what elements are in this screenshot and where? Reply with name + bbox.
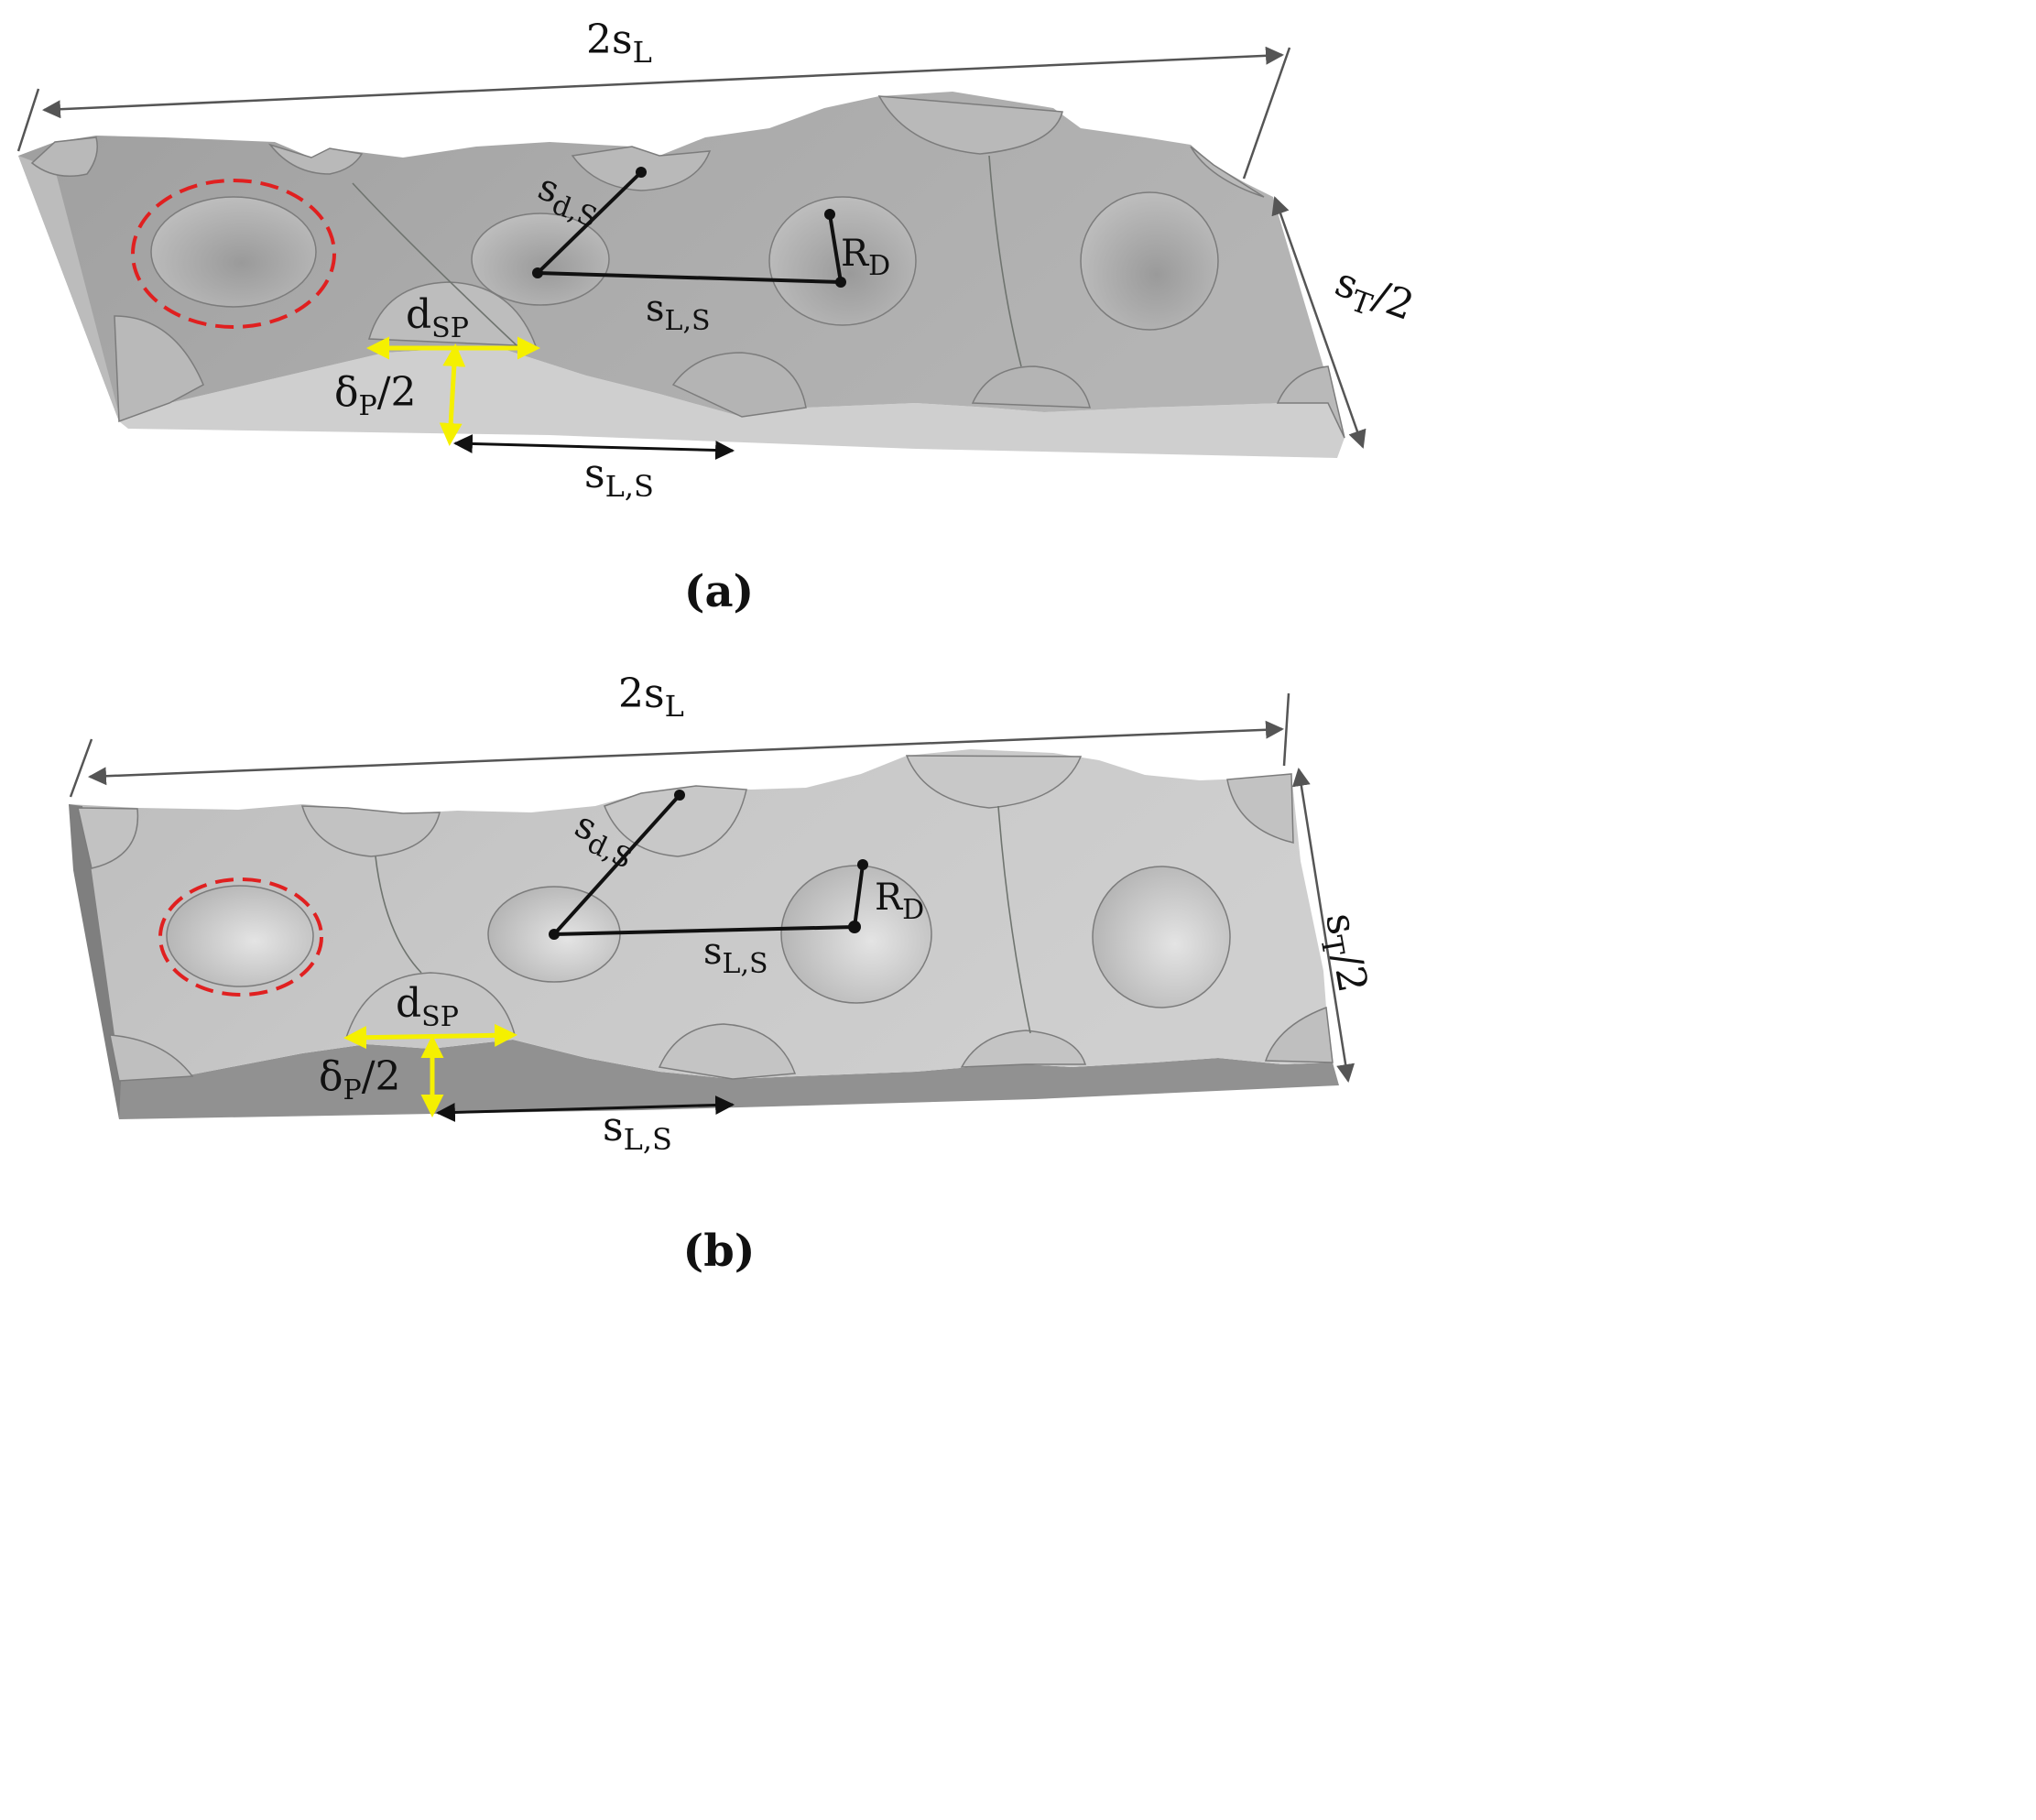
label-dsp-a: dSP (406, 291, 469, 344)
dim-line-depth-b (1291, 768, 1356, 1083)
dim-tick-left-a (16, 88, 40, 152)
label-depth-a: sT/2 (1327, 258, 1420, 335)
label-dp-a: δP/2 (334, 369, 417, 422)
arrow-sls2-b (435, 1095, 735, 1122)
dimple-a-4 (1080, 191, 1219, 331)
label-width-b: 2sL (618, 670, 684, 724)
label-sls-b: sL,S (703, 931, 768, 980)
dimple-b-12 (300, 805, 441, 857)
dim-tick-left-b (69, 738, 93, 798)
dimple-a-3 (768, 196, 917, 326)
dimple-a-14 (1190, 146, 1265, 198)
panel-a: 2sL sT/2 sd,S RD sL,S dSP δP/2 sL,S (a) (16, 16, 1420, 617)
label-dp-b: δP/2 (319, 1053, 401, 1106)
point-center-b (549, 929, 560, 940)
label-sls2-a: sL,S (584, 451, 654, 504)
yellow-arrow-dp-a (439, 343, 466, 446)
dimple-a-1 (150, 196, 317, 308)
point-rd-center-a (835, 277, 846, 288)
line-sls-b (553, 925, 855, 936)
dimple-b-1 (166, 885, 314, 987)
dimple-b-3 (780, 865, 932, 1004)
caption-b: (b) (683, 1226, 756, 1277)
label-rd-a: RD (841, 233, 890, 282)
seam-a-1 (352, 182, 518, 347)
point-rd-end-b (857, 859, 868, 870)
dashed-highlight-a (131, 179, 336, 329)
point-rd-center-b (848, 921, 861, 933)
seam-b-2 (997, 805, 1031, 1034)
line-rd-b (853, 864, 865, 928)
dim-tick-right-b (1282, 692, 1290, 767)
dimple-a-12 (267, 143, 364, 175)
yellow-arrow-dsp-b (343, 1023, 517, 1050)
line-rd-a (828, 213, 843, 283)
dimple-b-5 (344, 972, 516, 1039)
slab-front-face-a (119, 346, 1345, 458)
point-sds-end-a (636, 167, 647, 178)
slab-top-face-a (18, 92, 1345, 438)
line-sds-b (552, 793, 681, 936)
dimple-a-7 (971, 365, 1091, 409)
point-center-a (532, 267, 543, 278)
dim-line-depth-a (1271, 196, 1366, 449)
arrow-sls2-a (452, 434, 735, 460)
point-sds-end-b (674, 790, 685, 801)
dimple-a-6 (671, 352, 807, 418)
line-sls-a (537, 271, 842, 284)
label-sls-a: sL,S (646, 288, 711, 337)
dim-tick-right-a (1242, 47, 1291, 180)
dimple-b-13 (77, 807, 139, 869)
dimple-a-13 (30, 136, 98, 177)
dimple-a-5 (368, 281, 538, 347)
point-rd-end-a (824, 209, 835, 220)
line-sds-a (536, 170, 643, 275)
label-rd-b: RD (875, 877, 924, 926)
dim-line-width-b (88, 720, 1284, 786)
seam-a-2 (988, 155, 1022, 367)
label-width-a: 2sL (586, 16, 652, 70)
dim-line-width-a (42, 46, 1284, 119)
slab-left-face-a (18, 156, 121, 421)
dimple-a-8 (114, 315, 204, 423)
label-dsp-b: dSP (396, 980, 459, 1033)
caption-a: (a) (684, 566, 755, 617)
slab-left-face-b (69, 804, 121, 1119)
dimple-b-7 (960, 1030, 1087, 1068)
panel-b: 2sL sT/2 sd,S RD sL,S dSP δP/2 sL,S (b) (69, 670, 1376, 1277)
label-depth-b: sT/2 (1310, 910, 1376, 997)
label-sls2-b: sL,S (603, 1104, 672, 1157)
dimple-b-8 (109, 1034, 194, 1082)
dimple-b-4 (1092, 866, 1231, 1008)
dashed-highlight-b (158, 877, 323, 997)
seam-b-1 (375, 856, 422, 974)
dimple-b-6 (658, 1023, 797, 1080)
